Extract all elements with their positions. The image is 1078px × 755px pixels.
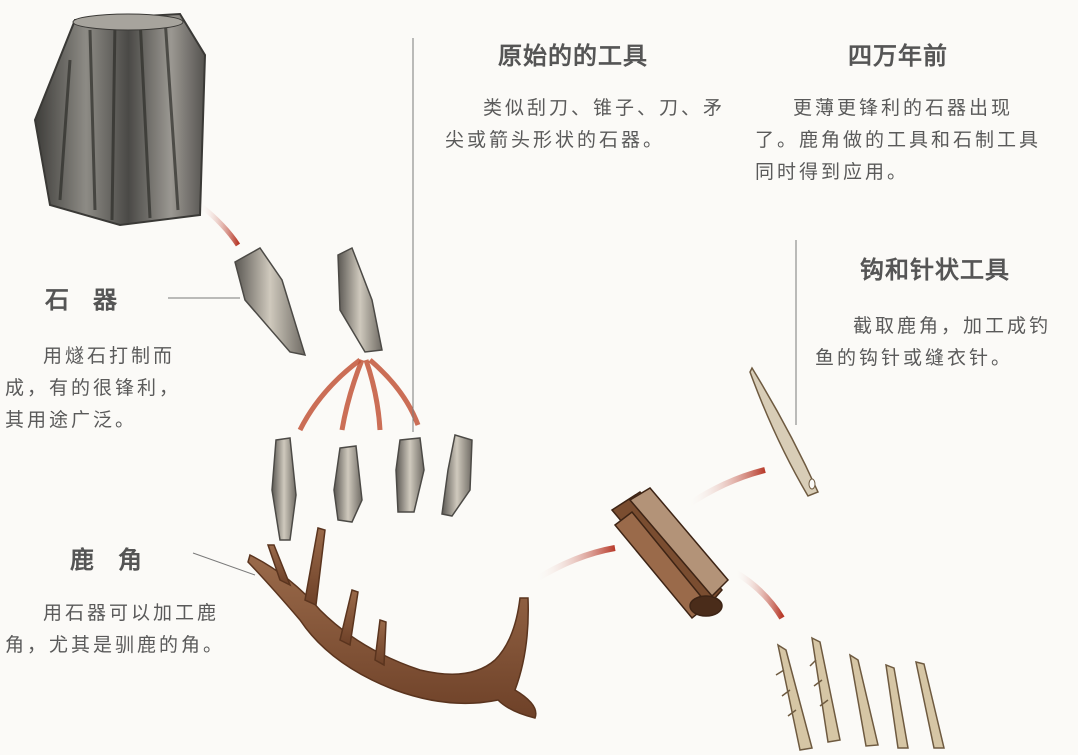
arrow-antler-to-bundle xyxy=(533,545,616,583)
antler-bundle xyxy=(610,487,730,620)
antler-text: 用石器可以加工鹿角，尤其是驯鹿的角。 xyxy=(5,602,226,656)
primitive-tools-title: 原始的的工具 xyxy=(498,42,648,70)
arrow-core-to-flake xyxy=(198,203,241,247)
hooks-text: 截取鹿角，加工成钓鱼的钩针或缝衣针。 xyxy=(815,315,1052,369)
hooks-title: 钩和针状工具 xyxy=(860,256,1010,284)
stone-flake-1 xyxy=(234,247,307,356)
stone-blades xyxy=(271,434,473,541)
leader-lines xyxy=(168,38,797,576)
arrow-bundle-to-hooks xyxy=(733,569,785,620)
stone-flake-2 xyxy=(337,246,383,353)
forty-thousand-years-title: 四万年前 xyxy=(848,42,948,70)
antler-title: 鹿角 xyxy=(70,546,166,574)
stone-text: 用燧石打制而成，有的很锋利，其用途广泛。 xyxy=(5,345,182,431)
antler xyxy=(247,527,537,719)
stone-title: 石器 xyxy=(45,286,141,314)
primitive-tools-text: 类似刮刀、锥子、刀、矛尖或箭头形状的石器。 xyxy=(445,97,726,151)
arrow-fan xyxy=(297,358,421,432)
arrow-bundle-to-needle xyxy=(686,467,766,508)
forty-thousand-years-text: 更薄更锋利的石器出现了。鹿角做的工具和石制工具同时得到应用。 xyxy=(755,97,1042,183)
barbed-points xyxy=(775,636,945,751)
needle xyxy=(749,366,820,497)
flint-core xyxy=(33,12,207,227)
